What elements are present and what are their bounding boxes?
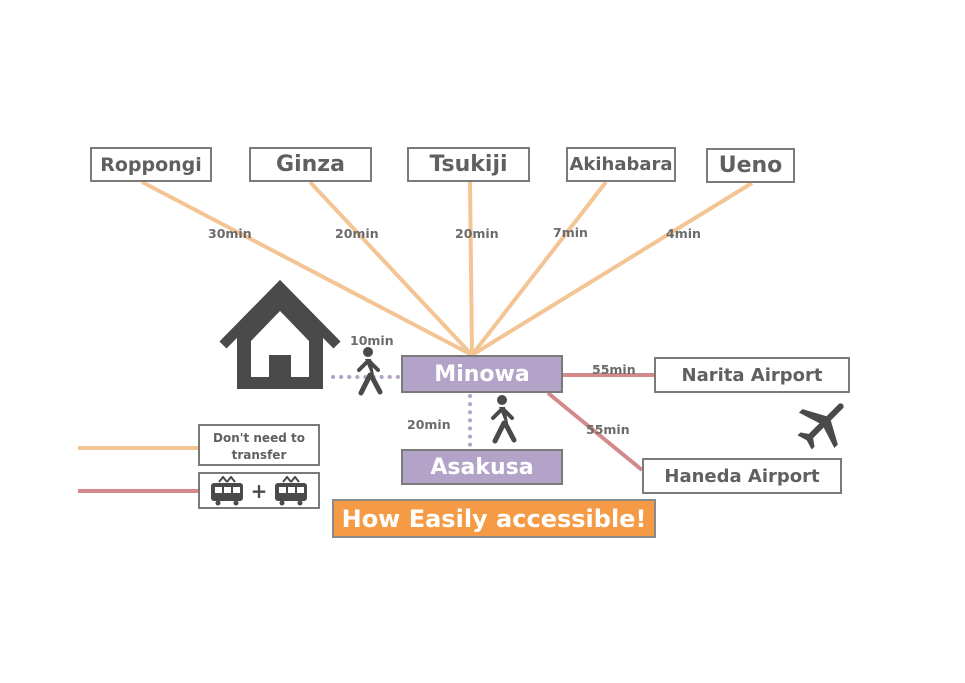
train-icon xyxy=(210,475,243,505)
travel-time-akihabara: 7min xyxy=(553,225,588,240)
walking-person-icon-home xyxy=(357,347,383,396)
legend-direct-label-box: Don't need to transfer xyxy=(198,424,320,466)
legend-transfer-box: + xyxy=(198,472,320,509)
route-line-roppongi xyxy=(141,180,473,357)
travel-time-roppongi: 30min xyxy=(208,226,252,241)
route-line-ginza xyxy=(308,180,474,357)
route-line-haneda xyxy=(546,391,644,472)
airport-box-narita: Narita Airport xyxy=(654,357,850,393)
destination-name-ueno: Ueno xyxy=(718,153,783,178)
train-icon xyxy=(275,475,308,505)
destination-box-ueno: Ueno xyxy=(706,148,795,183)
hub-station-minowa: Minowa xyxy=(401,355,563,393)
legend-lines xyxy=(78,446,198,493)
destination-name-ginza: Ginza xyxy=(276,152,345,177)
travel-time-narita: 55min xyxy=(592,362,636,377)
travel-time-ginza: 20min xyxy=(335,226,379,241)
destination-name-tsukiji: Tsukiji xyxy=(429,152,508,177)
route-line-akihabara xyxy=(470,180,608,357)
travel-time-haneda: 55min xyxy=(586,422,630,437)
route-line-ueno xyxy=(470,181,754,357)
destination-box-akihabara: Akihabara xyxy=(566,147,676,182)
legend-plus-sign: + xyxy=(250,478,268,503)
house-icon xyxy=(219,279,341,389)
legend-direct-label: Don't need to transfer xyxy=(213,431,305,462)
walking-person-icon-asakusa xyxy=(491,395,517,444)
direct-route-lines xyxy=(141,180,754,357)
destination-name-akihabara: Akihabara xyxy=(569,154,673,175)
walk-time-home: 10min xyxy=(350,333,394,348)
transfer-route-lines xyxy=(546,373,656,472)
headline-text: How Easily accessible! xyxy=(341,504,647,533)
walk-time-asakusa: 20min xyxy=(407,417,451,432)
airport-name-haneda: Haneda Airport xyxy=(664,465,820,487)
destination-name-roppongi: Roppongi xyxy=(100,153,202,176)
headline-banner: How Easily accessible! xyxy=(332,499,656,538)
destination-box-ginza: Ginza xyxy=(249,147,372,182)
route-line-tsukiji xyxy=(468,181,474,356)
station-box-asakusa: Asakusa xyxy=(401,449,563,485)
destination-box-tsukiji: Tsukiji xyxy=(407,147,530,182)
airport-name-narita: Narita Airport xyxy=(681,364,823,386)
airport-box-haneda: Haneda Airport xyxy=(642,458,842,494)
travel-time-tsukiji: 20min xyxy=(455,226,499,241)
destination-box-roppongi: Roppongi xyxy=(90,147,212,182)
station-name-asakusa: Asakusa xyxy=(430,454,534,480)
airplane-icon xyxy=(797,403,844,450)
travel-time-ueno: 4min xyxy=(666,226,701,241)
hub-station-name: Minowa xyxy=(434,361,530,387)
